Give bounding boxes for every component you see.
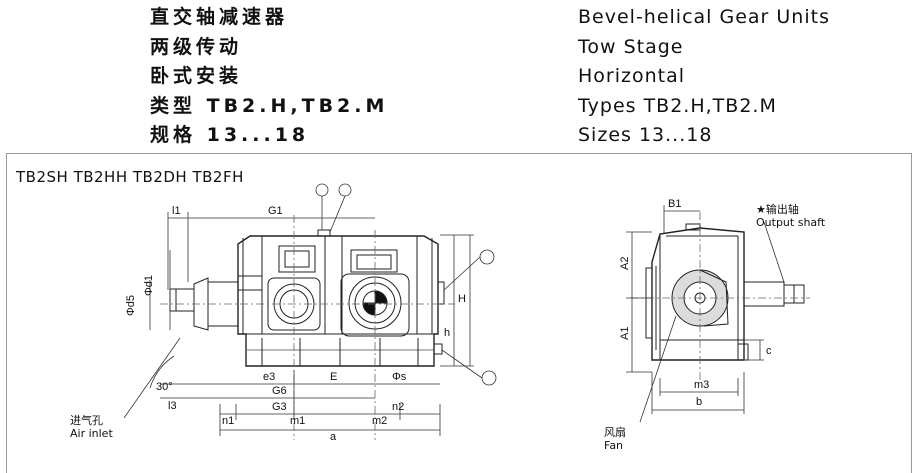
dim-a: a xyxy=(330,431,337,443)
header-en-line-4: Types TB2.H,TB2.M xyxy=(578,94,777,117)
dim-l1: l1 xyxy=(172,205,181,217)
dim-a2: A2 xyxy=(619,257,631,270)
header-zh-line-3: 卧式安装 xyxy=(150,65,243,88)
header-en-line-3: Horizontal xyxy=(578,65,686,88)
front-view xyxy=(169,229,445,367)
callout-top-2 xyxy=(338,183,352,197)
dim-b: b xyxy=(696,396,702,408)
dim-angle: 30° xyxy=(156,381,173,393)
dim-d5: Φd5 xyxy=(125,295,137,316)
fan-en: Fan xyxy=(604,439,624,452)
dim-H: H xyxy=(458,293,466,305)
dim-l3: l3 xyxy=(168,400,177,412)
header-english: Bevel-helical Gear Units Tow Stage Horiz… xyxy=(578,2,830,150)
header-zh-line-2: 两级传动 xyxy=(150,35,243,58)
callout-top-1 xyxy=(315,183,329,197)
dim-n2: n2 xyxy=(392,401,404,413)
drawing-panel xyxy=(6,153,912,473)
air-inlet-label: 进气孔 Air inlet xyxy=(70,414,113,440)
dim-m2: m2 xyxy=(372,415,387,427)
dim-a1: A1 xyxy=(619,327,631,340)
air-inlet-zh: 进气孔 xyxy=(70,414,103,427)
dim-m3: m3 xyxy=(694,379,709,391)
dim-c: c xyxy=(766,345,772,357)
fan-label: 风扇 Fan xyxy=(604,426,626,452)
dim-g6: G6 xyxy=(272,385,287,397)
model-title: TB2SH TB2HH TB2DH TB2FH xyxy=(16,168,244,186)
side-output-shaft xyxy=(743,281,785,307)
output-shaft-en: Output shaft xyxy=(756,216,826,229)
dim-h: h xyxy=(444,327,450,339)
fan-zh: 风扇 xyxy=(604,426,626,439)
header-chinese: 直交轴减速器 两级传动 卧式安装 类型 TB2.H,TB2.M 规格 13...… xyxy=(150,2,388,150)
air-inlet-en: Air inlet xyxy=(70,427,113,440)
dim-g1: G1 xyxy=(268,205,283,217)
dim-e3: e3 xyxy=(263,371,275,383)
dim-e: E xyxy=(330,371,337,383)
dim-g3: G3 xyxy=(272,401,287,413)
dim-n1: n1 xyxy=(222,415,234,427)
dim-m1: m1 xyxy=(290,415,305,427)
header-zh-line-1: 直交轴减速器 xyxy=(150,6,289,28)
header-zh-line-4: 类型 TB2.H,TB2.M xyxy=(150,94,389,117)
input-shaft xyxy=(169,288,195,312)
output-shaft-label: ★输出轴 Output shaft xyxy=(756,203,825,229)
dim-d1: Φd1 xyxy=(143,275,155,296)
side-view xyxy=(645,223,805,361)
dim-b1: B1 xyxy=(668,198,681,210)
output-shaft-zh: ★输出轴 xyxy=(756,203,799,216)
callout-bottom xyxy=(481,370,497,386)
dim-s: Φs xyxy=(392,371,407,383)
header-en-line-2: Tow Stage xyxy=(578,35,684,58)
header-en-line-1: Bevel-helical Gear Units xyxy=(578,6,830,28)
header-en-line-5: Sizes 13...18 xyxy=(578,124,713,147)
header-zh-line-5: 规格 13...18 xyxy=(150,124,310,147)
callout-right xyxy=(479,249,495,265)
